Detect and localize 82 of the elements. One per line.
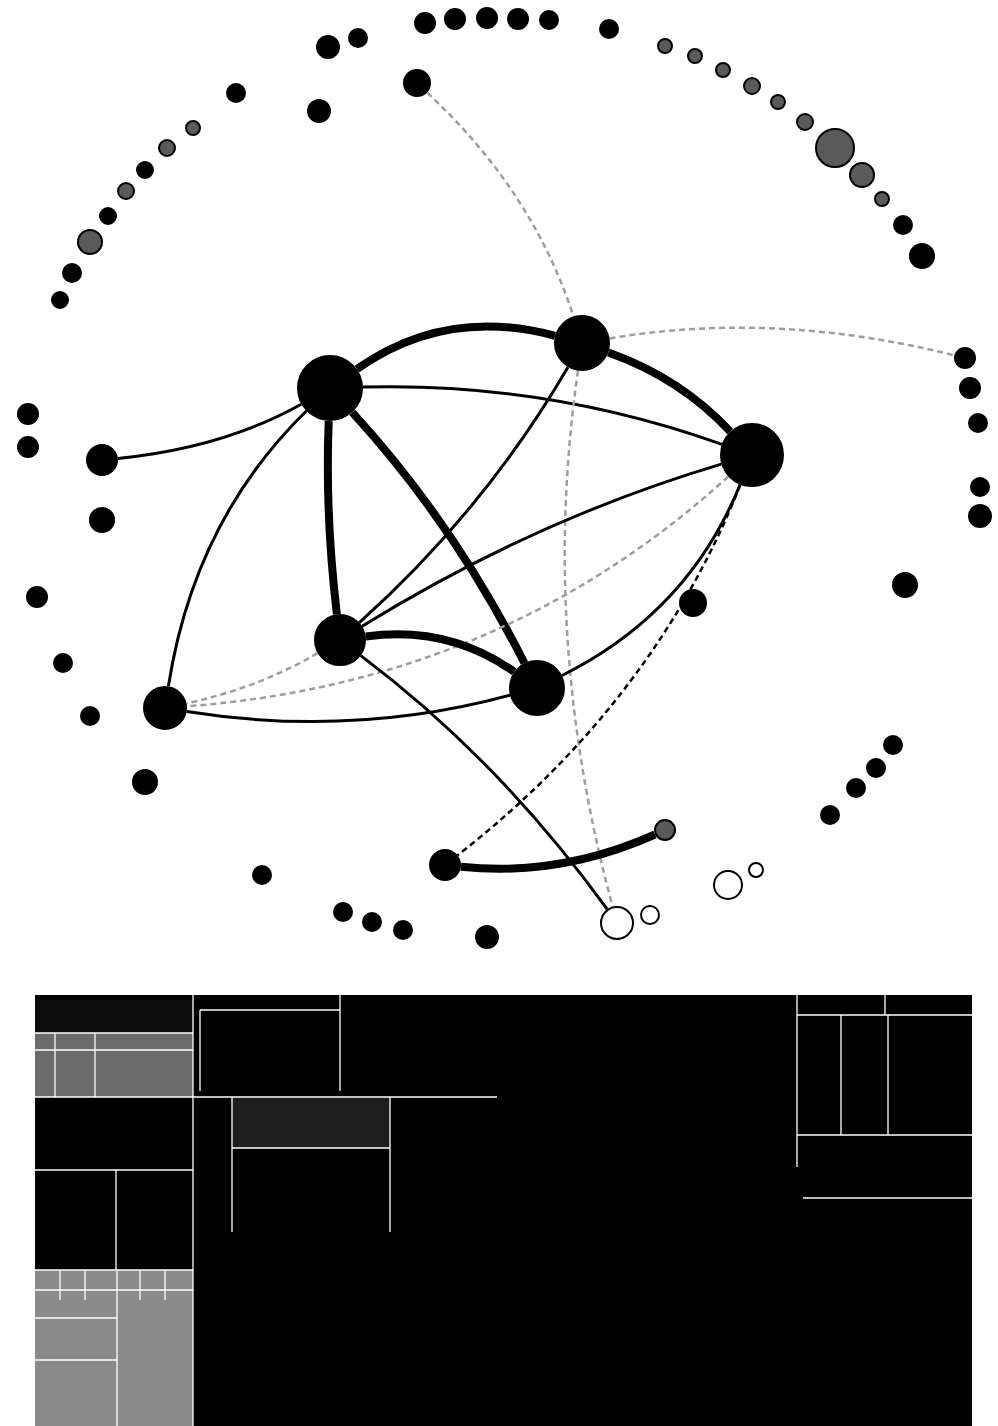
ringed-circle-node <box>158 139 176 157</box>
circle-node <box>892 572 918 598</box>
ringed-circle-node <box>849 162 875 188</box>
ringed-circle-node <box>770 94 786 110</box>
circle-node <box>26 586 48 608</box>
circle-node <box>132 769 158 795</box>
circle-node <box>143 686 187 730</box>
circle-node <box>476 7 498 29</box>
circle-node <box>475 925 499 949</box>
circle-node <box>136 161 154 179</box>
circle-node <box>970 477 990 497</box>
circle-node <box>362 912 382 932</box>
connector-line <box>349 409 528 665</box>
connector-line <box>358 366 570 624</box>
hollow-circle-node <box>640 905 660 925</box>
circle-node <box>954 347 976 369</box>
connector-line <box>359 654 609 911</box>
circle-node <box>89 507 115 533</box>
hollow-circle-node <box>748 862 764 878</box>
circle-node <box>99 207 117 225</box>
circle-node <box>539 10 559 30</box>
circle-node <box>348 28 368 48</box>
connector-line <box>354 322 556 373</box>
ringed-circle-node <box>715 62 731 78</box>
circle-node <box>968 504 992 528</box>
circle-node <box>554 315 610 371</box>
connector-line <box>365 630 517 676</box>
circle-node <box>679 589 707 617</box>
circle-node <box>509 660 565 716</box>
circle-node <box>414 12 436 34</box>
circle-node <box>226 83 246 103</box>
circle-node <box>720 423 784 487</box>
connector-line <box>456 484 742 857</box>
circle-node <box>62 263 82 283</box>
hollow-circle-node <box>713 870 743 900</box>
ringed-circle-node <box>657 38 673 54</box>
circle-node <box>883 735 903 755</box>
connector-line <box>117 402 302 460</box>
connector-line <box>323 420 341 615</box>
hollow-circle-node <box>600 906 634 940</box>
ringed-circle-node <box>687 48 703 64</box>
circle-node <box>252 865 272 885</box>
connector-line <box>607 348 734 435</box>
circle-node <box>403 69 431 97</box>
ringed-circle-node <box>796 113 814 131</box>
circle-node <box>314 614 366 666</box>
connector-line <box>609 326 955 357</box>
ringed-circle-node <box>743 77 761 95</box>
circle-node <box>51 291 69 309</box>
circle-node <box>846 778 866 798</box>
connector-line <box>186 693 511 723</box>
circle-node <box>17 403 39 425</box>
circle-node <box>316 35 340 59</box>
connector-line <box>363 385 723 446</box>
ringed-circle-node <box>185 120 201 136</box>
connector-line <box>361 462 722 628</box>
circle-node <box>297 355 363 421</box>
connector-line <box>460 830 657 873</box>
connector-line <box>166 409 308 687</box>
circle-node <box>393 920 413 940</box>
circle-node <box>893 215 913 235</box>
ringed-circle-node <box>77 229 103 255</box>
circle-node <box>307 99 331 123</box>
circle-node <box>333 902 353 922</box>
circle-node <box>968 413 988 433</box>
ringed-circle-node <box>815 128 855 168</box>
ringed-circle-node <box>117 182 135 200</box>
circle-node <box>86 444 118 476</box>
circle-node <box>820 805 840 825</box>
circle-node <box>80 706 100 726</box>
ringed-circle-node <box>874 191 890 207</box>
circle-node <box>866 758 886 778</box>
ringed-circle-node <box>654 819 676 841</box>
circle-node <box>17 436 39 458</box>
circle-node <box>909 243 935 269</box>
circle-node <box>959 377 981 399</box>
connector-line <box>561 484 742 677</box>
circle-node <box>599 19 619 39</box>
circle-node <box>507 8 529 30</box>
circle-node <box>53 653 73 673</box>
circle-node <box>429 849 461 881</box>
circle-node <box>444 8 466 30</box>
